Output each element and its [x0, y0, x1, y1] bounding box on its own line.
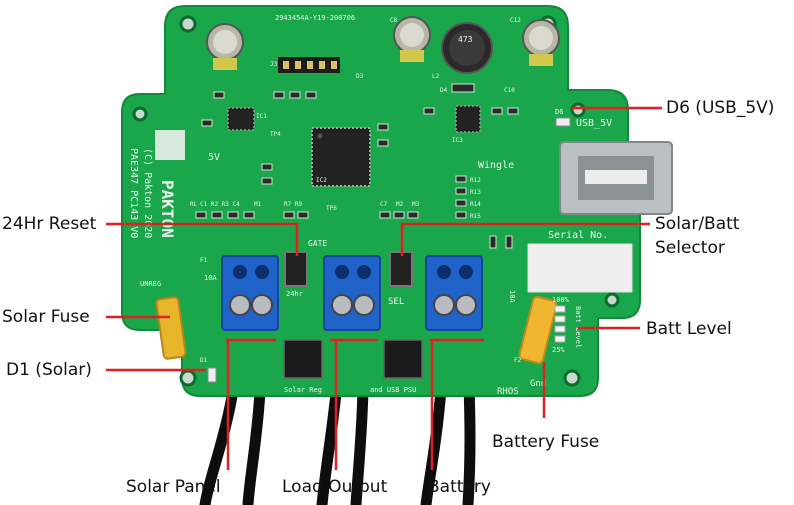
callout-solar-fuse: Solar Fuse	[2, 307, 90, 327]
silk-j3: J3	[270, 61, 278, 68]
solar-fuse-body	[155, 296, 187, 360]
callout-d6-usb-5v: D6 (USB_5V)	[666, 98, 775, 118]
silk-tp4: TP4	[270, 131, 281, 138]
silk-rl: RL	[190, 201, 198, 208]
silk-r7-r9: R7 R9	[284, 201, 302, 208]
callout-batt-level: Batt Level	[646, 319, 732, 339]
callout-battery-fuse: Battery Fuse	[492, 432, 600, 452]
silk-m2: M2	[396, 201, 404, 208]
silk-c1-r2-r3-c4: C1 R2 R3 C4	[200, 201, 240, 208]
silk-rhos: RHOS	[497, 387, 519, 397]
silk-r15: R15	[470, 213, 481, 220]
mosfet-right	[383, 339, 423, 379]
callout-d1-solar: D1 (Solar)	[6, 360, 92, 380]
reset-switch	[284, 251, 308, 287]
usb-port	[559, 141, 673, 215]
hole-mid-right	[604, 292, 620, 308]
silk-fuse-10a-left: 10A	[204, 274, 217, 282]
silk-d4: D4	[440, 87, 448, 94]
leader-battery	[430, 338, 484, 470]
selector-switch	[389, 251, 413, 287]
silk-r12: R12	[470, 177, 481, 184]
silk-usb-label: USB_5V	[576, 118, 612, 129]
silk-gnd: Gnd	[530, 379, 546, 389]
callout-load-output: Load Output	[282, 477, 388, 497]
header-j3	[278, 57, 340, 73]
silk-r14: R14	[470, 201, 481, 208]
d6-led	[555, 117, 571, 127]
silk-m3: M3	[412, 201, 420, 208]
hole-bottom-left	[179, 369, 197, 387]
silk-r13: R13	[470, 189, 481, 196]
hole-top-left	[179, 15, 197, 33]
silk-wingle: Wingle	[478, 160, 514, 171]
silk-l2: L2	[432, 73, 440, 80]
silk-sel: SEL	[388, 297, 404, 307]
ic3-chip	[455, 105, 481, 133]
silk-d6-ref: D6	[555, 108, 563, 116]
leader-solar-panel	[226, 338, 276, 470]
silk-m1: M1	[254, 201, 262, 208]
leader-load-output	[330, 338, 378, 470]
ic1-chip	[227, 107, 255, 131]
silk-gate: GATE	[308, 239, 327, 248]
silk-part-number: 2943454A-Y19-200706	[275, 14, 355, 22]
battery-fuse-body	[518, 295, 558, 365]
silk-c10: C10	[504, 87, 515, 94]
silk-100pct: 100%	[552, 296, 570, 304]
callout-selector-line1: Solar/Batt	[655, 214, 740, 234]
silk-serial: Serial No.	[548, 230, 608, 241]
silk-ic3: IC3	[452, 137, 463, 144]
silk-c8: C8	[390, 17, 398, 24]
silk-solar-reg: Solar Reg	[284, 386, 322, 394]
silk-tp6: TP6	[326, 205, 337, 212]
silk-d3: D3	[356, 73, 364, 80]
silk-brand: PAKTON	[158, 180, 177, 238]
batt-level-leds	[554, 305, 566, 343]
silk-copyright: (C) Pakton 2020	[142, 148, 153, 238]
hole-bottom-right	[563, 369, 581, 387]
silk-ic1: IC1	[256, 113, 267, 120]
mosfet-left	[283, 339, 323, 379]
silk-24hr: 24hr	[286, 290, 303, 298]
qr-code	[155, 130, 185, 160]
smd-components	[195, 83, 519, 249]
silk-f1: F1	[200, 257, 208, 264]
silk-ic2: IC2	[316, 177, 327, 184]
silk-unreg: UNREG	[140, 280, 161, 288]
hole-right	[570, 102, 586, 118]
silk-d1-ref: D1	[200, 357, 208, 364]
ic2-chip	[311, 127, 371, 187]
callout-24hr-reset: 24Hr Reset	[2, 214, 97, 234]
silk-model: PAE347 PC143 V0	[128, 148, 139, 238]
leader-reset	[106, 222, 299, 256]
silk-25pct: 25%	[552, 346, 565, 354]
silk-c7: C7	[380, 201, 388, 208]
silk-coil: 473	[458, 35, 473, 44]
d1-led	[207, 367, 217, 383]
callout-solar-panel: Solar Panel	[126, 477, 221, 497]
silk-f2: F2	[514, 357, 522, 364]
terminal-load	[323, 255, 381, 331]
hole-mid-left	[132, 106, 148, 122]
terminal-solar	[221, 255, 279, 331]
callout-selector-line2: Selector	[655, 238, 725, 258]
serial-number-box	[527, 243, 633, 293]
callout-leaders	[106, 106, 662, 470]
callout-battery: Battery	[428, 477, 491, 497]
silk-fuse-10a-right: 10A	[508, 290, 516, 303]
silk-c12: C12	[510, 17, 521, 24]
leader-selector	[400, 222, 650, 256]
terminal-battery	[425, 255, 483, 331]
capacitors	[206, 16, 560, 70]
silk-usb-psu: and USB PSU	[370, 386, 416, 394]
silk-5v: 5V	[208, 152, 220, 163]
inductor-l2	[441, 22, 493, 74]
